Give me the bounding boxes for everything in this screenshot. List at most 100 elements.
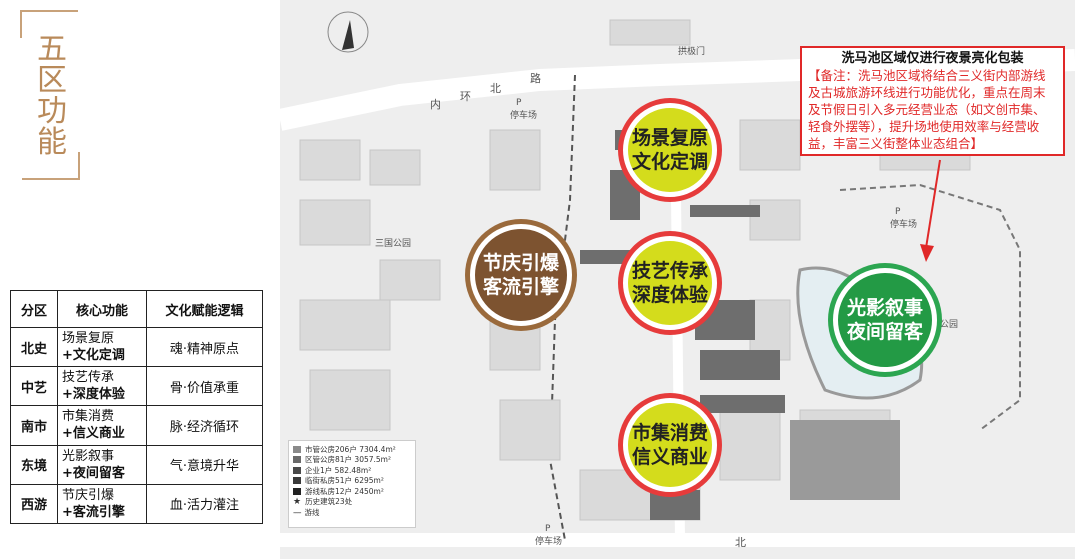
park-label: 公园 (940, 320, 959, 330)
legend-label: 游线 (304, 507, 320, 517)
core-cell: 技艺传承+深度体验 (57, 366, 147, 407)
legend-label: 游线私房12户 2450m² (305, 486, 384, 496)
zone-cell: 北史 (10, 326, 58, 368)
map-legend: 市管公房206户 7304.4m² 区管公房81户 3057.5m² 企业1户 … (288, 440, 416, 528)
parking-label: 停车场 (535, 537, 563, 547)
parking-marker: P (895, 207, 901, 217)
star-icon: ★ (293, 496, 302, 507)
logic-cell: 脉·经济循环 (146, 405, 263, 446)
gate-label: 拱极门 (678, 47, 706, 57)
hatched-area (790, 420, 900, 500)
badge-east: 光影叙事夜间留客 (833, 268, 937, 372)
core-cell: 市集消费+信义商业 (57, 405, 147, 446)
parking-label: 停车场 (510, 111, 538, 121)
badge-line1: 技艺传承 (631, 260, 708, 282)
core-line1: 技艺传承 (62, 370, 115, 386)
core-line2: +信义商业 (62, 426, 125, 442)
legend-item: ★历史建筑23处 (293, 497, 411, 508)
badge-north: 场景复原文化定调 (623, 103, 717, 197)
title-text: 五 区 功 能 (32, 34, 72, 158)
title-corner-top-left (20, 10, 78, 38)
core-line1: 节庆引爆 (62, 487, 115, 503)
core-line2: +客流引擎 (62, 504, 125, 520)
logic-cell: 骨·价值承重 (146, 366, 263, 407)
badge-line2: 深度体验 (631, 284, 708, 306)
core-line1: 光影叙事 (62, 448, 115, 464)
badge-line2: 夜间留客 (846, 321, 923, 343)
compass-ring (327, 11, 369, 53)
badge-line1: 节庆引爆 (482, 252, 559, 274)
title-char: 能 (37, 125, 67, 160)
header-zone: 分区 (10, 290, 58, 328)
title-char: 区 (37, 63, 67, 98)
badge-line1: 光影叙事 (846, 297, 923, 319)
road-label: 北 (490, 82, 501, 95)
tour-route-west (548, 74, 576, 541)
zone-cell: 南市 (10, 405, 58, 446)
table-row: 北史 场景复原+文化定调 魂·精神原点 (10, 326, 263, 368)
zone-cell: 东境 (10, 444, 58, 485)
logic-cell: 魂·精神原点 (146, 326, 263, 368)
title-char: 五 (37, 32, 67, 67)
title-corner-bottom-right (22, 152, 80, 180)
park-label: 三国公园 (375, 239, 412, 249)
night-lighting-note: 洗马池区域仅进行夜景亮化包装 【备注：洗马池区域将结合三义街内部游线及古城旅游环… (800, 46, 1065, 156)
core-cell: 场景复原+文化定调 (57, 326, 147, 368)
badge-line2: 客流引擎 (482, 276, 559, 298)
legend-swatch (293, 456, 301, 464)
badge-line2: 信义商业 (631, 446, 708, 468)
legend-label: 临街私房51户 6295m² (305, 476, 384, 486)
table-row: 中艺 技艺传承+深度体验 骨·价值承重 (10, 366, 263, 407)
logic-cell: 血·活力灌注 (146, 483, 263, 525)
parking-label: 停车场 (890, 220, 918, 230)
badge-line1: 场景复原 (631, 127, 708, 149)
badge-west: 节庆引爆客流引擎 (470, 224, 572, 326)
note-title: 洗马池区域仅进行夜景亮化包装 (841, 51, 1024, 66)
legend-item: 游线私房12户 2450m² (293, 486, 411, 497)
badge-line2: 文化定调 (631, 151, 708, 173)
legend-swatch (293, 466, 301, 474)
core-line1: 市集消费 (62, 409, 115, 425)
badge-south: 市集消费信义商业 (623, 398, 717, 492)
legend-item: 市管公房206户 7304.4m² (293, 444, 411, 455)
building-blocks (299, 19, 971, 521)
note-body: 【备注：洗马池区域将结合三义街内部游线及古城旅游环线进行功能优化，重点在周末及节… (808, 68, 1046, 151)
badge-middle: 技艺传承深度体验 (623, 236, 717, 330)
core-cell: 节庆引爆+客流引擎 (57, 483, 147, 525)
table-header-row: 分区 核心功能 文化赋能逻辑 (10, 290, 263, 328)
table-row: 西游 节庆引爆+客流引擎 血·活力灌注 (10, 483, 263, 525)
zone-cell: 中艺 (10, 366, 58, 407)
parking-marker: P (545, 524, 551, 534)
legend-item: 企业1户 582.48m² (293, 465, 411, 476)
section-title: 五 区 功 能 (20, 10, 80, 180)
public-housing-blocks (580, 130, 785, 520)
table-row: 南市 市集消费+信义商业 脉·经济循环 (10, 405, 263, 446)
logic-cell: 气·意境升华 (146, 444, 263, 485)
title-char: 功 (37, 94, 67, 129)
compass-needle (342, 20, 354, 50)
legend-label: 历史建筑23处 (305, 497, 353, 507)
zone-cell: 西游 (10, 483, 58, 525)
legend-label: 市管公房206户 7304.4m² (305, 444, 396, 454)
legend-label: 企业1户 582.48m² (305, 465, 372, 475)
road-label: 路 (530, 72, 541, 85)
legend-item: 临街私房51户 6295m² (293, 476, 411, 487)
parking-marker: P (516, 98, 522, 108)
core-line2: +深度体验 (62, 387, 125, 403)
road-label: 内 (430, 98, 441, 111)
badge-line1: 市集消费 (631, 422, 708, 444)
core-line1: 场景复原 (62, 331, 115, 347)
legend-item: 区管公房81户 3057.5m² (293, 455, 411, 466)
legend-swatch (293, 477, 301, 485)
road-label: 环 (460, 90, 471, 103)
note-arrow-head (920, 244, 934, 262)
header-core: 核心功能 (57, 290, 147, 328)
table-row: 东境 光影叙事+夜间留客 气·意境升华 (10, 444, 263, 485)
road-label: 北 (735, 536, 746, 549)
legend-item: ----游线 (293, 507, 411, 518)
legend-swatch (293, 445, 301, 453)
core-cell: 光影叙事+夜间留客 (57, 444, 147, 485)
dashed-line-icon: ---- (293, 507, 301, 517)
core-line2: +文化定调 (62, 348, 125, 364)
note-arrow (925, 159, 941, 249)
